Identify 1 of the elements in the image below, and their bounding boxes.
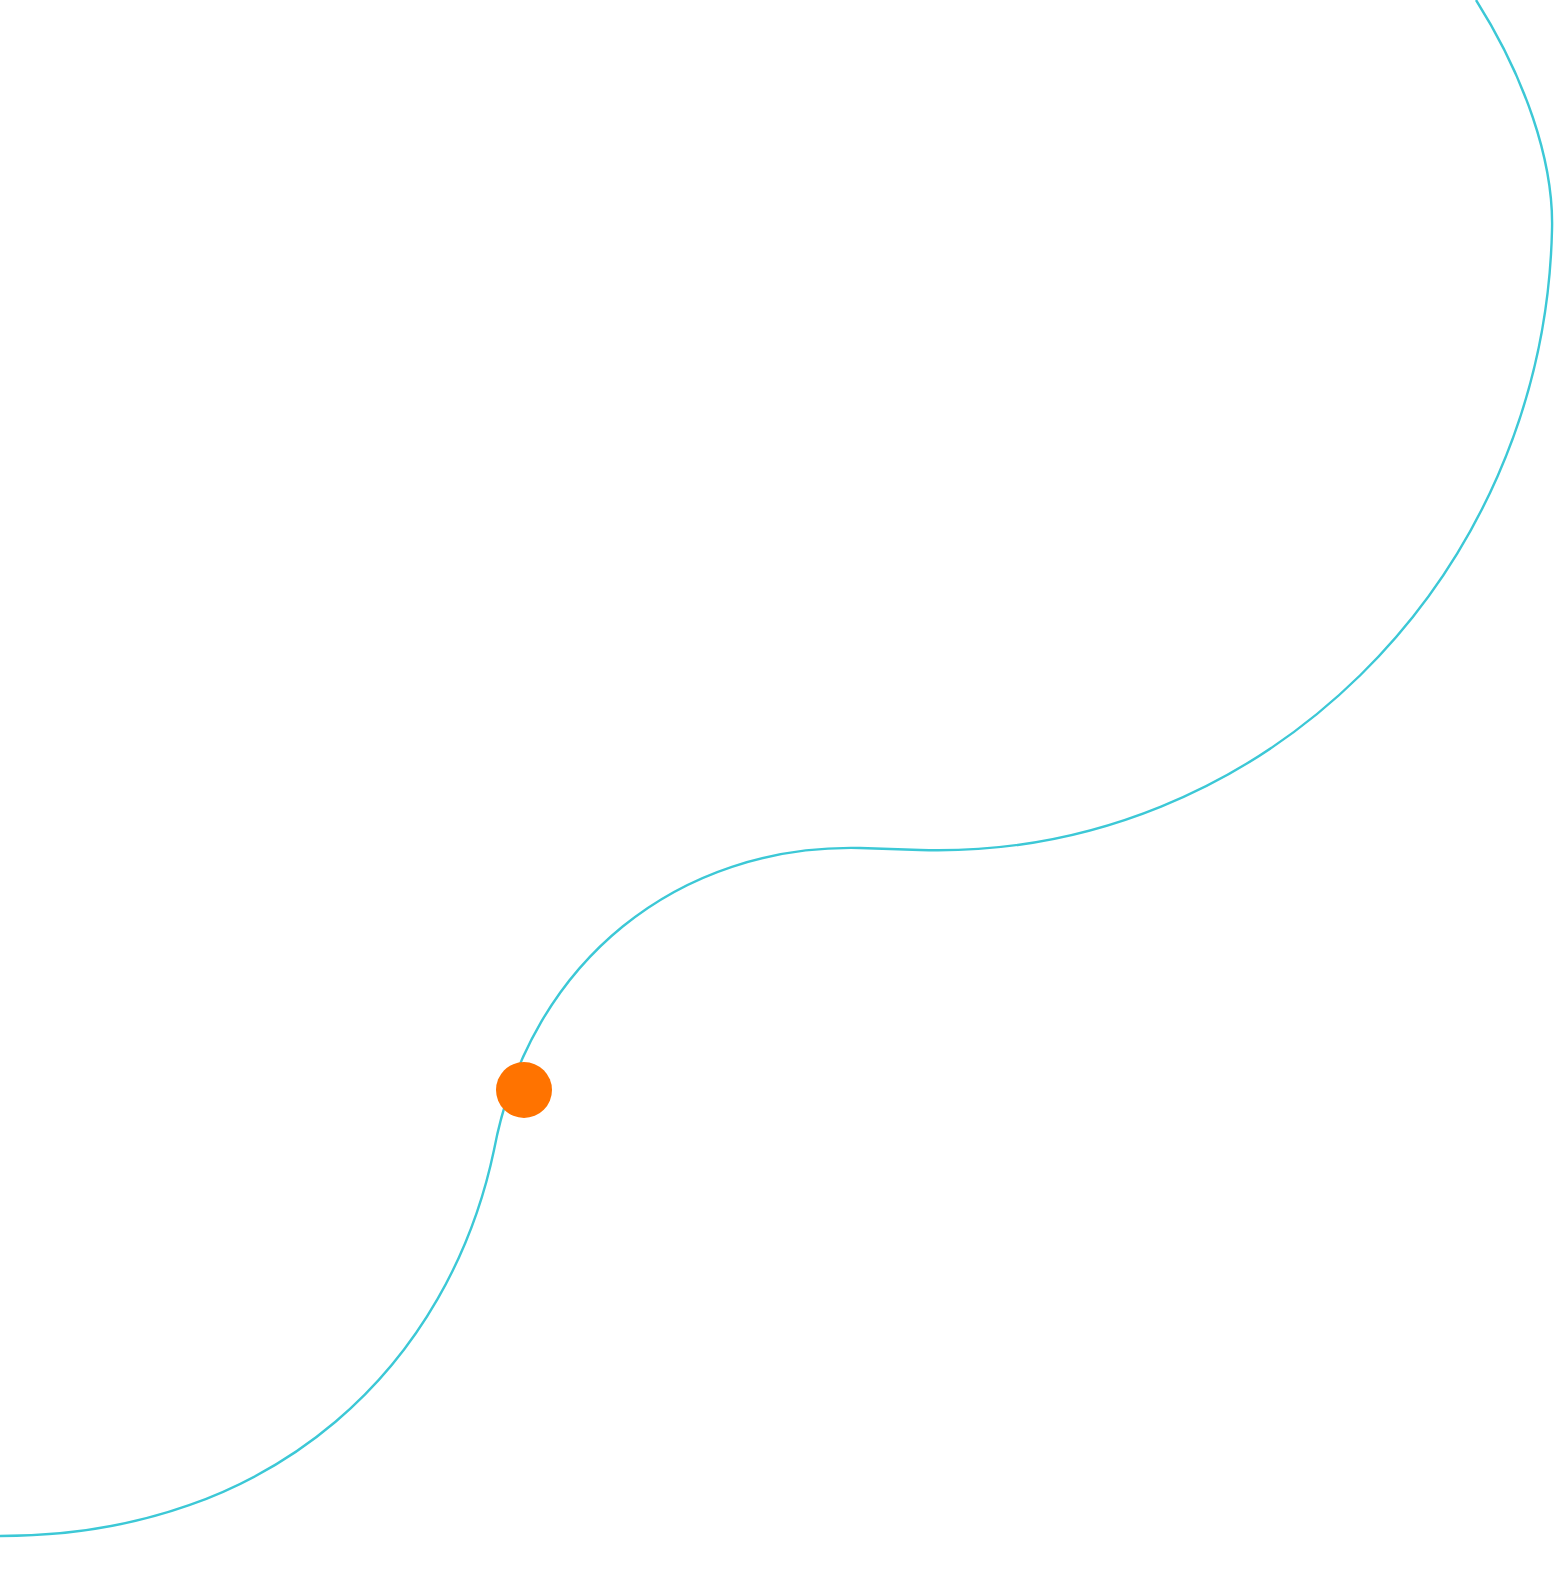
dot xyxy=(496,1062,552,1118)
